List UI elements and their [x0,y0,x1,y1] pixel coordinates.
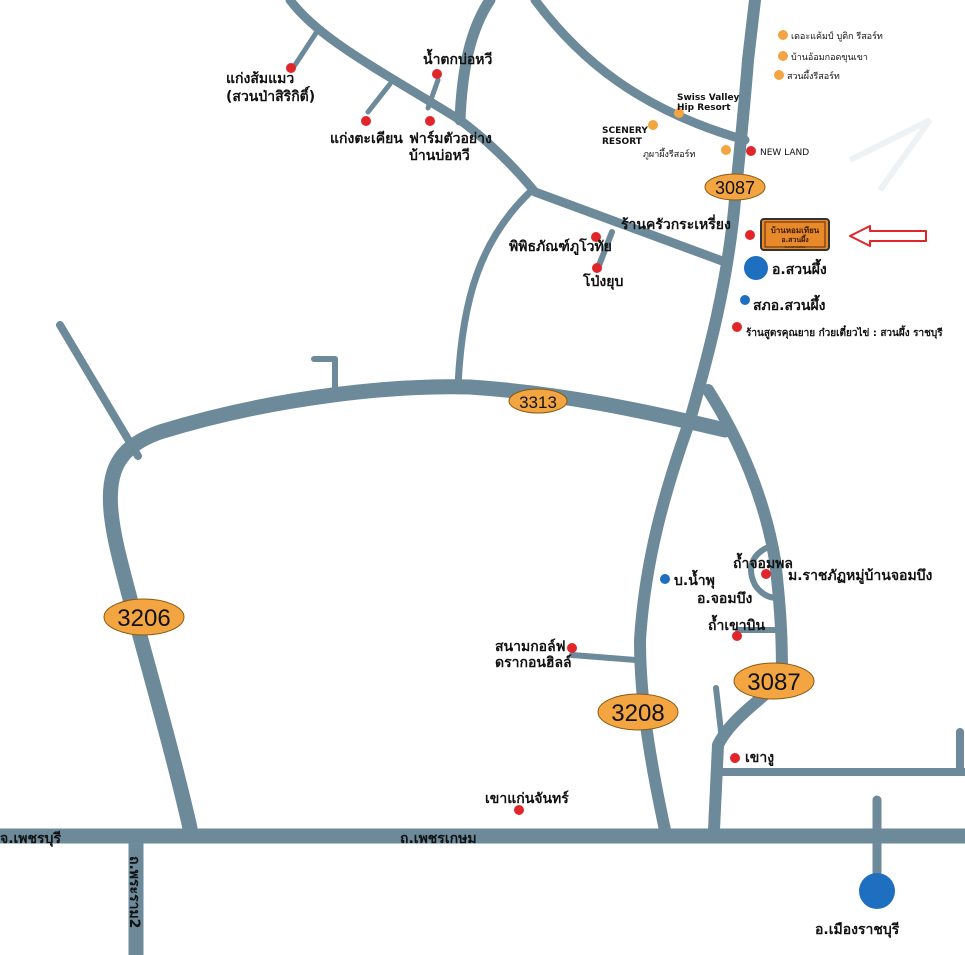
label-golf-line2: ดรากอนฮิลล์ [495,654,572,671]
poi-golf [567,643,577,653]
road-north-diagonal [285,0,730,267]
label-resort-1: เดอะแค้มป์ บูติก รีสอร์ท [791,30,883,42]
label-kaeng-takhian: แก่งตะเคียน [330,131,403,147]
pointer-arrow-icon [849,225,927,247]
road-spur-takhian [365,81,393,115]
sign-line3: SUANPHUENG [784,245,806,249]
road-3208 [634,0,761,836]
road-north-to-3087 [530,0,750,145]
sign-line2: อ.สวนผึ้ง [781,233,809,244]
sign-line1: บ้านหอมเทียน [771,225,820,235]
label-phu-pha-phueng: ภูผาผึ้งรีสอร์ท [643,147,695,160]
svg-text:3313: 3313 [519,393,557,412]
poi-tham-khao-bin [732,631,742,641]
label-museum: พิพิธภัณฑ์ภูโวทัย [509,237,612,255]
poi-ran-sut [732,322,742,332]
label-phetkasem: ถ.เพชรเกษม [400,831,477,847]
poi-amphoe-suan-phueng [744,256,768,280]
poi-farm [425,116,435,126]
poi-new-land [746,146,756,156]
label-ran-sut: ร้านสูตรคุณยาย ก๋วยเตี๋ยวไข่ : สวนผึ้ง ร… [746,325,943,340]
label-scenery-line1: SCENERY [602,126,648,136]
highlight-sign: บ้านหอมเทียน อ.สวนผึ้ง SUANPHUENG [760,218,830,251]
label-namtok-bo-hwi: น้ำตกบ่อหวี [423,48,493,68]
poi-resort-3 [774,70,784,80]
road-spur-pongyup [595,229,615,271]
road-spur-somaeo [292,27,321,68]
road-3206-3313 [102,379,733,836]
label-khao-kaen-chan: เขาแก่นจันทร์ [485,790,569,807]
svg-text:3208: 3208 [611,700,664,727]
white-scribble [848,117,933,192]
label-suan-pa-sirikit: (สวนป่าสิริกิติ์) [226,85,315,105]
label-sako-suan-phueng: สภอ.สวนผึ้ง [753,294,826,314]
road-khao-ngu-spur [713,685,725,743]
poi-namtok-bo-hwi [432,69,442,79]
svg-text:3206: 3206 [117,605,170,632]
poi-resort-2 [778,51,788,61]
road-south-link [454,188,534,390]
poi-resort-1 [778,30,788,40]
poi-khao-kaen-chan [514,805,524,815]
route-badge-3087-top: 3087 [704,173,766,201]
label-farm-line2: บ้านบ่อหวี [409,148,470,164]
poi-kaeng-takhian [361,116,371,126]
label-phetchaburi: จ.เพชรบุรี [0,831,61,847]
label-amphoe-chom-bueng: อ.จอมบึง [697,590,752,607]
poi-markers-orange [648,30,788,155]
label-rama2: ถ.พระราม2 [126,856,142,928]
label-kaeng-som-maeo: แก่งส้มแมว [226,71,294,87]
poi-ran-khrua [591,232,601,242]
label-amphoe-suan-phueng: อ.สวนผึ้ง [772,258,827,278]
label-farm-line1: ฟาร์มตัวอย่าง [409,130,492,147]
label-tham-khao-bin: ถ้ำเขาบิน [708,614,765,634]
poi-ban-nam-phu [660,574,670,584]
road-spur-3313 [311,356,338,397]
road-north-central [454,0,496,126]
label-golf-line1: สนามกอล์ฟ [495,638,566,655]
poi-rajabhat [761,569,771,579]
label-khao-ngu: เขางู [745,750,774,766]
label-pong-yup: โป่งยุบ [582,272,623,290]
poi-markers-red [286,63,771,815]
route-badge-3208: 3208 [597,693,679,731]
route-badge-3313: 3313 [508,388,568,414]
poi-hom-thian [745,230,755,240]
road-3087-lower [702,384,788,836]
poi-phu-pha-phueng [721,145,731,155]
road-spur-bohwi [425,77,441,111]
label-ran-khrua: ร้านครัวกระเหรี่ยง [621,214,731,233]
label-scenery-line2: RESORT [602,137,643,147]
label-rajabhat: ม.ราชภัฏหมู่บ้านจอมบึง [788,567,933,584]
route-badge-3206: 3206 [103,598,185,636]
label-ban-nam-phu: บ.น้ำพุ [674,569,715,589]
poi-sako [740,295,750,305]
poi-swiss-valley [674,108,684,118]
label-resort-3: สวนผึ้งรีสอร์ท [787,69,840,82]
poi-markers-blue [660,256,895,909]
road-loop-chomphon [748,542,783,602]
poi-scenery [648,120,658,130]
label-swiss-line1: Swiss Valley [677,93,740,103]
road-spur-golf [569,652,639,663]
poi-kaeng-som-maeo [286,63,296,73]
poi-pong-yup [592,263,602,273]
svg-text:3087: 3087 [747,669,800,696]
label-swiss-line2: Hip Resort [677,103,731,113]
svg-text:3087: 3087 [715,178,755,198]
label-resort-2: บ้านอ้อมกอดขุนเขา [791,52,868,63]
label-tham-chom-phon: ถ้ำจอมพล [733,552,793,572]
label-new-land: NEW LAND [760,148,809,158]
poi-khao-ngu [730,753,740,763]
label-mueang-ratchaburi: อ.เมืองราชบุรี [815,922,900,938]
road-west-branch [56,321,142,460]
route-badge-3087-bottom: 3087 [733,662,815,700]
poi-mueang-ratchaburi [859,873,895,909]
